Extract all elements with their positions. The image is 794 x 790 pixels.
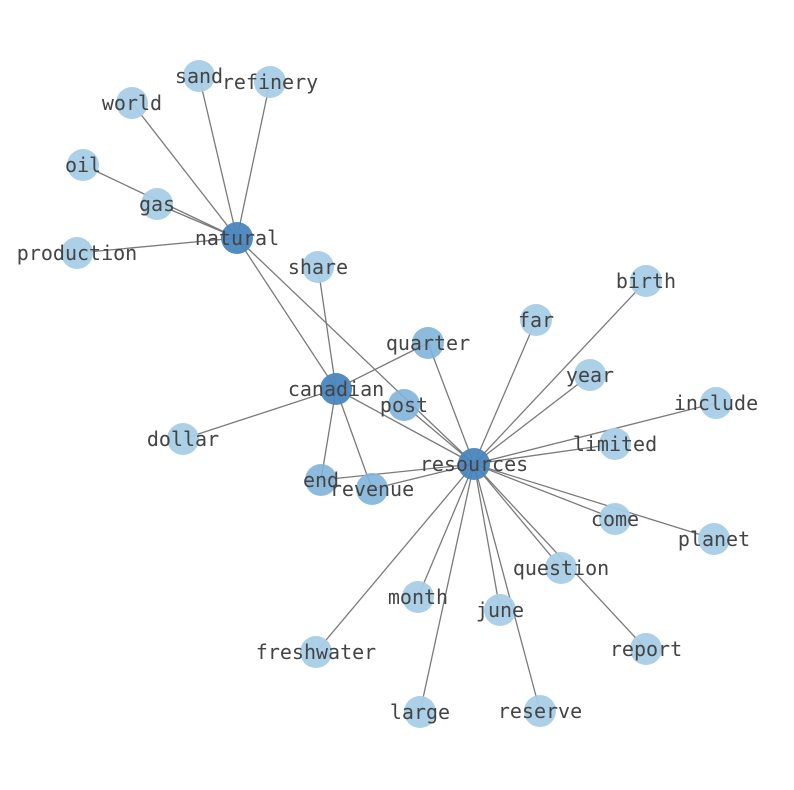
node-end	[305, 464, 337, 496]
node-june	[484, 594, 516, 626]
node-large	[404, 696, 436, 728]
edge-canadian-quarter	[335, 342, 429, 390]
edge-canadian-dollar	[182, 388, 337, 440]
node-limited	[599, 428, 631, 460]
edge-resources-question	[473, 463, 562, 569]
edge-resources-planet	[473, 463, 715, 540]
edge-resources-freshwater	[315, 463, 475, 653]
node-label-refinery: refinery	[222, 70, 318, 94]
node-label-year: year	[566, 363, 614, 387]
node-birth	[630, 265, 662, 297]
node-label-limited: limited	[573, 432, 657, 456]
node-dollar	[167, 423, 199, 455]
node-year	[574, 359, 606, 391]
edge-resources-quarter	[427, 342, 475, 465]
edge-resources-far	[473, 319, 537, 465]
node-label-report: report	[610, 637, 682, 661]
node-label-birth: birth	[616, 269, 676, 293]
node-label-reserve: reserve	[498, 699, 582, 723]
node-label-canadian: canadian	[288, 377, 384, 401]
edge-natural-refinery	[236, 81, 271, 239]
node-freshwater	[300, 636, 332, 668]
node-label-quarter: quarter	[386, 331, 470, 355]
node-natural	[221, 222, 253, 254]
label-layer: resources natural canadian end quarter post re…	[17, 64, 758, 724]
node-production	[61, 237, 93, 269]
node-label-natural: natural	[195, 226, 279, 250]
edge-resources-june	[473, 463, 501, 611]
node-report	[630, 633, 662, 665]
node-planet	[698, 523, 730, 555]
node-resources	[458, 448, 490, 480]
edge-resources-month	[417, 463, 475, 598]
node-label-large: large	[390, 700, 450, 724]
node-label-oil: oil	[65, 153, 101, 177]
node-label-planet: planet	[678, 527, 750, 551]
node-label-resources: resources	[420, 452, 528, 476]
node-quarter	[412, 327, 444, 359]
edge-natural-sand	[198, 75, 238, 239]
node-revenue	[356, 473, 388, 505]
edge-natural-resources	[236, 237, 475, 465]
edge-natural-world	[131, 102, 238, 239]
node-month	[402, 581, 434, 613]
node-world	[116, 87, 148, 119]
node-reserve	[524, 695, 556, 727]
node-label-question: question	[513, 556, 609, 580]
node-layer	[61, 60, 732, 728]
node-label-sand: sand	[175, 64, 223, 88]
node-label-gas: gas	[139, 192, 175, 216]
edge-canadian-resources	[335, 388, 475, 465]
node-canadian	[320, 373, 352, 405]
node-label-end: end	[303, 468, 339, 492]
node-label-june: june	[476, 598, 524, 622]
edge-resources-come	[473, 463, 616, 520]
node-label-revenue: revenue	[330, 477, 414, 501]
edge-canadian-share	[317, 266, 337, 390]
edge-resources-include	[473, 402, 717, 465]
node-label-production: production	[17, 241, 137, 265]
edge-resources-limited	[473, 443, 616, 465]
node-label-post: post	[380, 393, 428, 417]
node-sand	[183, 60, 215, 92]
node-label-world: world	[102, 91, 162, 115]
node-come	[599, 503, 631, 535]
node-label-come: come	[591, 507, 639, 531]
node-post	[388, 389, 420, 421]
edge-resources-year	[473, 374, 591, 465]
node-label-freshwater: freshwater	[256, 640, 376, 664]
edge-resources-large	[419, 463, 475, 713]
node-label-month: month	[388, 585, 448, 609]
node-refinery	[254, 66, 286, 98]
edge-natural-canadian	[236, 237, 337, 390]
node-gas	[141, 188, 173, 220]
node-label-include: include	[674, 391, 758, 415]
node-share	[302, 251, 334, 283]
node-include	[700, 387, 732, 419]
node-label-dollar: dollar	[147, 427, 219, 451]
edge-resources-revenue	[371, 463, 475, 490]
node-far	[520, 304, 552, 336]
edge-resources-end	[320, 463, 475, 481]
node-label-far: far	[518, 308, 554, 332]
edge-resources-birth	[473, 280, 647, 465]
edge-natural-production	[76, 237, 238, 254]
node-oil	[67, 149, 99, 181]
edge-canadian-revenue	[335, 388, 373, 490]
node-label-share: share	[288, 255, 348, 279]
node-question	[545, 552, 577, 584]
edge-resources-reserve	[473, 463, 541, 712]
